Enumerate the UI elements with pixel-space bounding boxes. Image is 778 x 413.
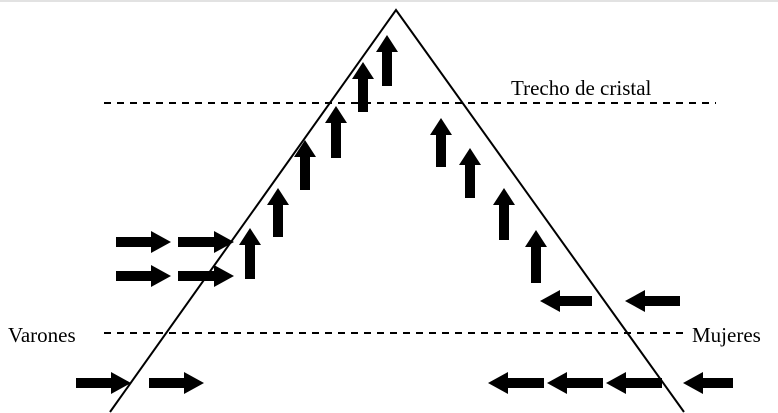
left-arrow — [547, 372, 603, 394]
right-arrow — [149, 372, 204, 394]
right-arrow — [116, 231, 171, 253]
up-arrow — [294, 140, 316, 190]
up-arrow — [376, 35, 398, 86]
arrows-group — [76, 35, 733, 394]
right-arrow — [178, 231, 234, 253]
up-arrow — [267, 188, 289, 237]
right-arrow — [178, 265, 234, 287]
up-arrow — [459, 148, 481, 198]
up-arrow — [525, 230, 547, 283]
left-arrow — [683, 372, 733, 394]
men-label: Varones — [8, 323, 76, 347]
right-arrow — [76, 372, 131, 394]
up-arrow — [325, 106, 347, 158]
right-arrow — [116, 265, 171, 287]
left-arrow — [625, 290, 680, 312]
left-arrow — [488, 372, 544, 394]
up-arrow — [430, 118, 452, 167]
up-arrow — [352, 62, 374, 112]
left-arrow — [606, 372, 662, 394]
up-arrow — [239, 228, 261, 279]
glass-ceiling-label: Trecho de cristal — [511, 76, 652, 100]
up-arrow — [493, 188, 515, 240]
women-label: Mujeres — [692, 323, 761, 347]
left-arrow — [540, 290, 592, 312]
